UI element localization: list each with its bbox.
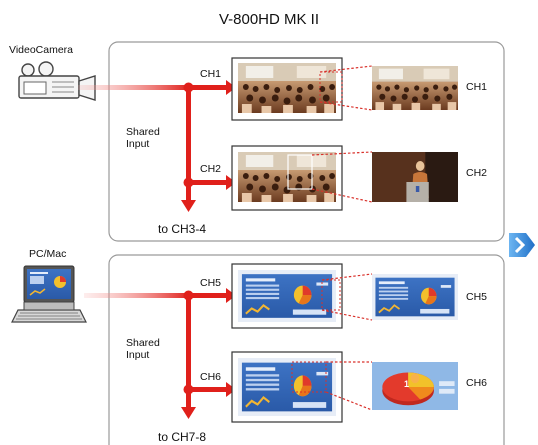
to-label-top: to CH3-4 [158, 222, 207, 236]
input-label-ch2: CH2 [200, 163, 222, 175]
output-label-ch2: CH2 [466, 167, 488, 179]
input-label-ch5: CH5 [200, 277, 222, 289]
output-thumb-ch2 [372, 152, 458, 202]
output-label-ch1: CH1 [466, 81, 488, 93]
shared-input-label-bottom: Shared Input [126, 337, 160, 361]
bottom-signal [84, 288, 236, 419]
next-chevron-icon[interactable] [509, 233, 535, 257]
bottom-crop-connectors [321, 273, 373, 411]
output-label-ch5: CH5 [466, 291, 488, 303]
to-label-bottom: to CH7-8 [158, 430, 207, 444]
shared-input-label-top: Shared Input [126, 126, 160, 150]
top-crop-connectors [311, 65, 373, 203]
pie-number: 1 [404, 379, 409, 389]
diagram-title: V-800HD MK II [218, 11, 320, 28]
pc-label: PC/Mac [29, 248, 67, 260]
video-camera-icon [18, 61, 96, 101]
laptop-icon [11, 265, 87, 323]
camera-label: VideoCamera [9, 44, 74, 56]
output-thumb-ch5 [372, 274, 458, 320]
input-label-ch6: CH6 [200, 371, 222, 383]
input-label-ch1: CH1 [200, 68, 222, 80]
top-signal [78, 80, 236, 212]
output-thumb-ch6 [372, 362, 458, 410]
output-label-ch6: CH6 [466, 377, 488, 389]
output-thumb-ch1 [372, 66, 458, 110]
